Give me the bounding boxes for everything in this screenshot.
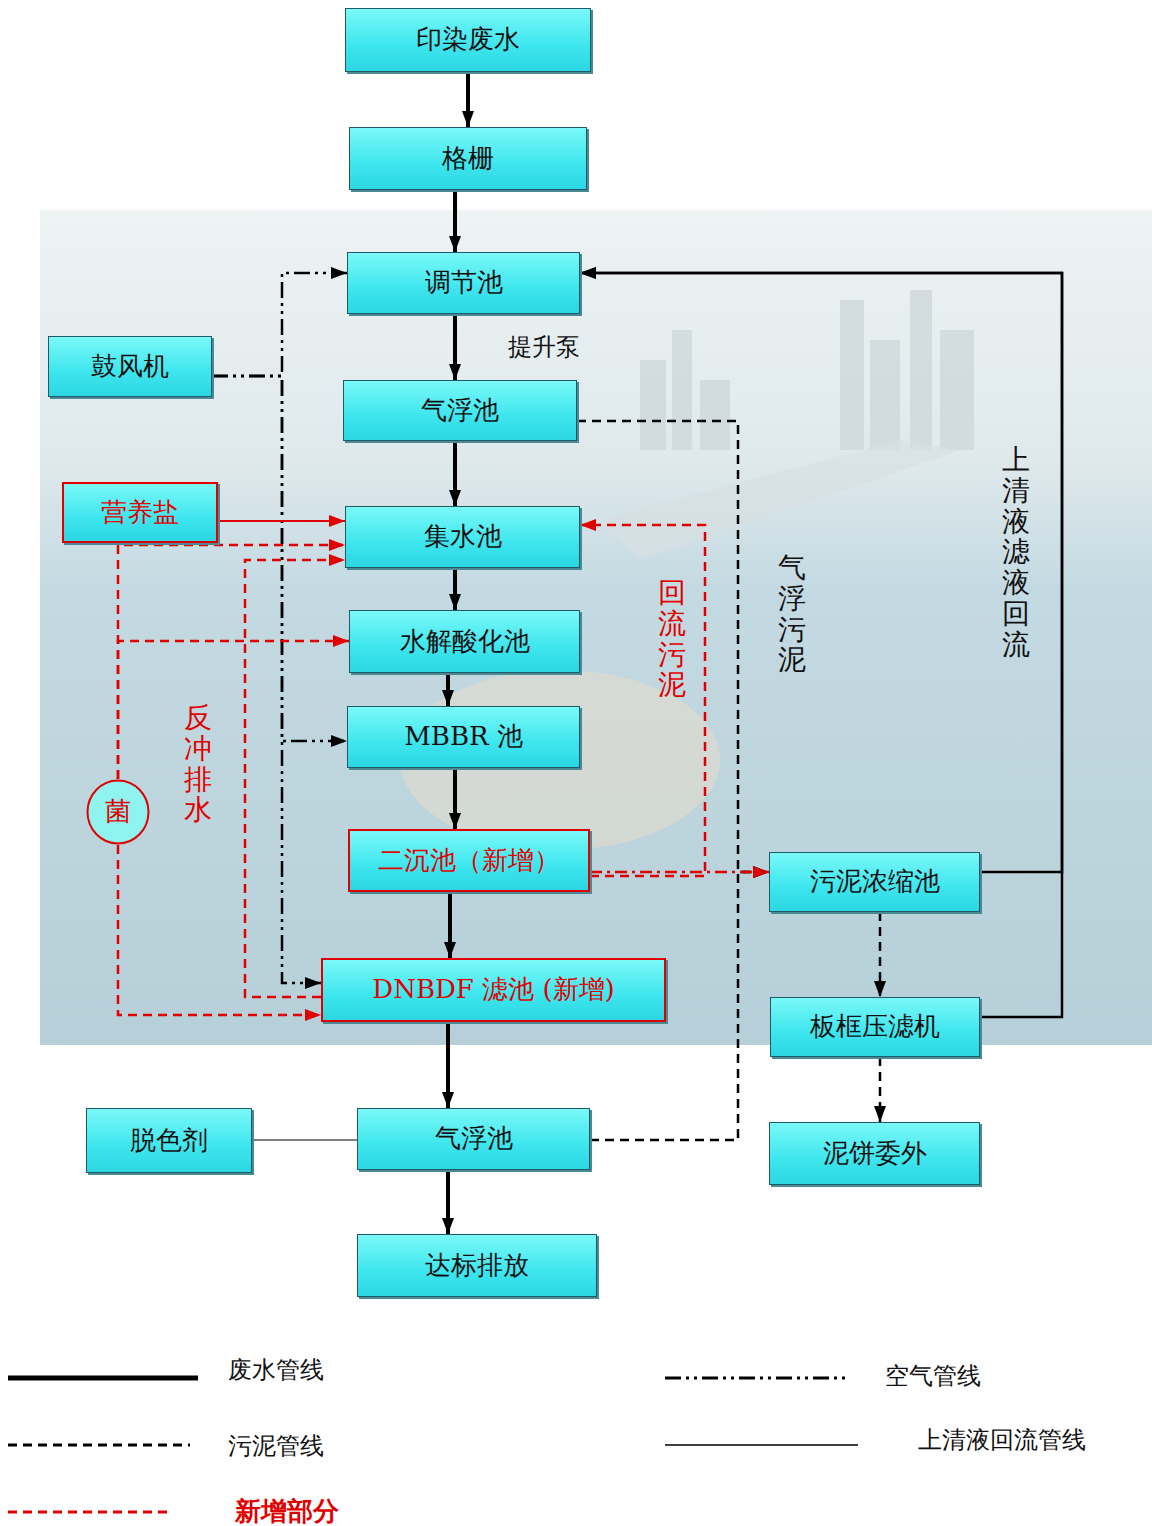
node-text: 营养盐: [101, 497, 179, 528]
dosing-box: 营养盐: [62, 482, 218, 543]
node-text: 气浮池: [435, 1123, 513, 1154]
pipe-connector: [245, 560, 345, 997]
pipe-connector: [118, 641, 349, 779]
process-box: 气浮池: [357, 1108, 590, 1170]
photo-ground: [40, 210, 1152, 1045]
pipe-connector: [879, 1057, 882, 1122]
pipe-connector: [580, 273, 1062, 872]
legend-sample: [8, 1376, 198, 1381]
legend-sample: [665, 1444, 858, 1446]
node-text: 菌: [105, 796, 131, 827]
node-text: MBBR 池: [404, 721, 523, 752]
node-text: 板框压滤机: [810, 1011, 940, 1042]
sludge-box: 污泥浓缩池: [769, 852, 980, 912]
node-text: 脱色剂: [130, 1125, 208, 1156]
pipe-connector: [118, 845, 321, 1015]
pipe-connector: [453, 768, 457, 829]
node-text: 水解酸化池: [400, 626, 530, 657]
process-box: 二沉池（新增）: [348, 829, 590, 892]
bacteria-circle: 菌: [86, 779, 150, 845]
process-box: 达标排放: [357, 1234, 597, 1297]
pipe-connector: [212, 376, 347, 741]
node-text: 污泥浓缩池: [810, 866, 940, 897]
legend-text: 废水管线: [228, 1356, 324, 1385]
process-box: 集水池: [345, 506, 580, 568]
pipe-connector: [212, 273, 347, 376]
node-text: 二沉池（新增）: [378, 845, 560, 876]
pipe-connector: [446, 1022, 450, 1108]
legend-sample: [665, 1377, 850, 1380]
pipe-connector: [466, 72, 470, 127]
pipe-label: 反冲排水: [184, 703, 212, 826]
legend-text: 上清液回流管线: [918, 1426, 1086, 1455]
node-text: DNBDF 滤池 (新增): [372, 974, 614, 1005]
pipe-connector: [590, 871, 769, 874]
pump-label: 提升泵: [508, 333, 580, 362]
node-text: 印染废水: [416, 24, 520, 55]
node-text: 格栅: [442, 143, 494, 174]
equipment-box: 鼓风机: [48, 336, 212, 397]
pipe-connector: [118, 545, 345, 779]
legend-sample: [8, 1511, 170, 1514]
sludge-box: 泥饼委外: [769, 1122, 980, 1185]
pipe-connector: [879, 912, 882, 997]
legend-text: 污泥管线: [228, 1432, 324, 1461]
node-text: 集水池: [424, 521, 502, 552]
legend-text: 新增部分: [235, 1496, 339, 1526]
pipe-connector: [218, 520, 345, 522]
process-box: 气浮池: [343, 380, 577, 441]
pipe-label: 气浮污泥: [778, 553, 806, 676]
process-box: 格栅: [349, 127, 587, 190]
node-text: 鼓风机: [91, 351, 169, 382]
circle-shape: [88, 781, 149, 844]
pipe-connector: [446, 1170, 450, 1234]
process-box: 水解酸化池: [349, 610, 580, 673]
pipe-connector: [453, 568, 457, 610]
node-text: 气浮池: [421, 395, 499, 426]
node-text: 调节池: [425, 267, 503, 298]
legend-text: 空气管线: [885, 1362, 981, 1391]
pier: [600, 440, 960, 560]
node-text: 达标排放: [425, 1250, 529, 1281]
pipe-connector: [448, 892, 452, 958]
pipe-label: 上清液滤液回流: [1002, 445, 1030, 661]
pipe-label: 回流污泥: [658, 578, 686, 701]
pipe-connector: [212, 376, 321, 983]
process-box: MBBR 池: [347, 706, 580, 768]
skyline: [640, 290, 974, 450]
pipe-connector: [577, 421, 769, 872]
node-text: 泥饼委外: [823, 1138, 927, 1169]
pipe-connector: [453, 441, 457, 506]
pipe-connector: [580, 273, 1062, 1017]
process-box: 印染废水: [345, 8, 591, 72]
sludge-box: 板框压滤机: [770, 997, 980, 1057]
pipe-connector: [453, 314, 457, 380]
dosing-box: 脱色剂: [86, 1108, 252, 1173]
legend-sample: [8, 1444, 190, 1447]
pipe-connector: [252, 1140, 357, 1141]
pipe-connector: [446, 673, 450, 706]
pipe-connector: [580, 525, 705, 876]
process-box: 调节池: [347, 252, 580, 314]
process-box: DNBDF 滤池 (新增): [321, 958, 666, 1022]
pipe-connector: [453, 190, 457, 252]
